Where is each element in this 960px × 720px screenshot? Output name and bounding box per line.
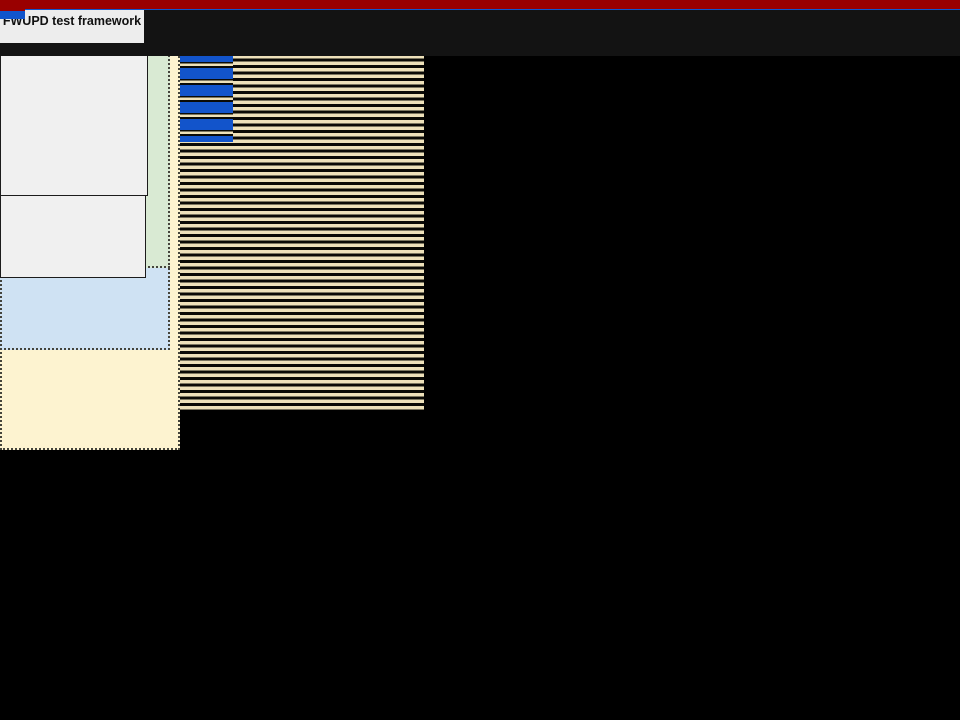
bottom-red-bar — [0, 0, 960, 9]
